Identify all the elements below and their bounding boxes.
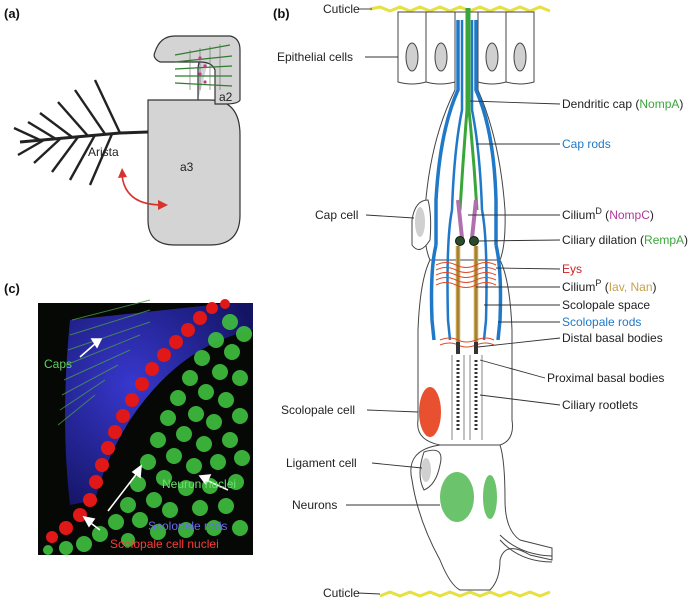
panel-b-label: (b) xyxy=(273,6,290,21)
cuticle-top-label: Cuticle xyxy=(323,2,360,16)
scolopale-rods xyxy=(429,244,438,341)
scolopale-cell-label: Scolopale cell xyxy=(281,403,355,417)
panel-a-label: (a) xyxy=(4,6,20,21)
ciliary-dilation-label: Ciliary dilation (RempA) xyxy=(562,233,688,247)
neurons-label: Neurons xyxy=(292,498,337,512)
scolopale-rods-label-b: Scolopale rods xyxy=(562,315,641,329)
distal-basal-bodies-label: Distal basal bodies xyxy=(562,331,663,345)
cuticle-top xyxy=(369,5,551,13)
scolopidium-diagram xyxy=(369,5,553,598)
neuron-nuclei-label: Neuron nuclei xyxy=(162,477,236,491)
arista-label: Arista xyxy=(88,145,119,159)
scolopale-rods-label-c: Scolopale rods xyxy=(148,519,227,533)
ciliary-rootlets-label: Ciliary rootlets xyxy=(562,398,638,412)
panel-c-arrows xyxy=(79,338,229,531)
proximal-basal-bodies-label: Proximal basal bodies xyxy=(547,371,664,385)
antenna-diagram xyxy=(13,35,241,246)
cuticle-bottom-label: Cuticle xyxy=(323,586,360,600)
ligament-cell-label: Ligament cell xyxy=(286,456,357,470)
panel-c-label: (c) xyxy=(4,281,20,296)
scolopale-space-label: Scolopale space xyxy=(562,298,650,312)
dendritic-cap-label: Dendritic cap (NompA) xyxy=(562,97,683,111)
leader-lines xyxy=(346,8,561,595)
microscopy-image xyxy=(38,299,253,555)
a3-label: a3 xyxy=(180,160,194,174)
cilium-d-label: CiliumD (NompC) xyxy=(562,206,654,222)
a2-segment xyxy=(153,35,241,105)
eys-label: Eys xyxy=(562,262,582,276)
cilium-distal xyxy=(456,199,478,239)
caps-label: Caps xyxy=(44,357,72,371)
scolopale-cell-nuclei-label: Scolopale cell nuclei xyxy=(110,537,219,551)
arista-branches xyxy=(13,79,122,186)
cap-cell-label: Cap cell xyxy=(315,208,358,222)
epithelial-cells xyxy=(397,11,535,85)
cap-rods-label: Cap rods xyxy=(562,137,611,151)
rotation-arrow xyxy=(121,174,163,206)
johnstons-organ xyxy=(174,44,233,90)
dendritic-cap xyxy=(458,8,479,211)
cuticle-bottom xyxy=(379,590,551,598)
a2-label: a2 xyxy=(219,90,233,104)
cilium-p-label: CiliumP (Iav, Nan) xyxy=(562,278,657,294)
epithelial-cells-label: Epithelial cells xyxy=(277,50,353,64)
eys-region xyxy=(435,262,497,348)
cap-rods xyxy=(434,20,460,245)
a3-segment xyxy=(147,99,241,246)
